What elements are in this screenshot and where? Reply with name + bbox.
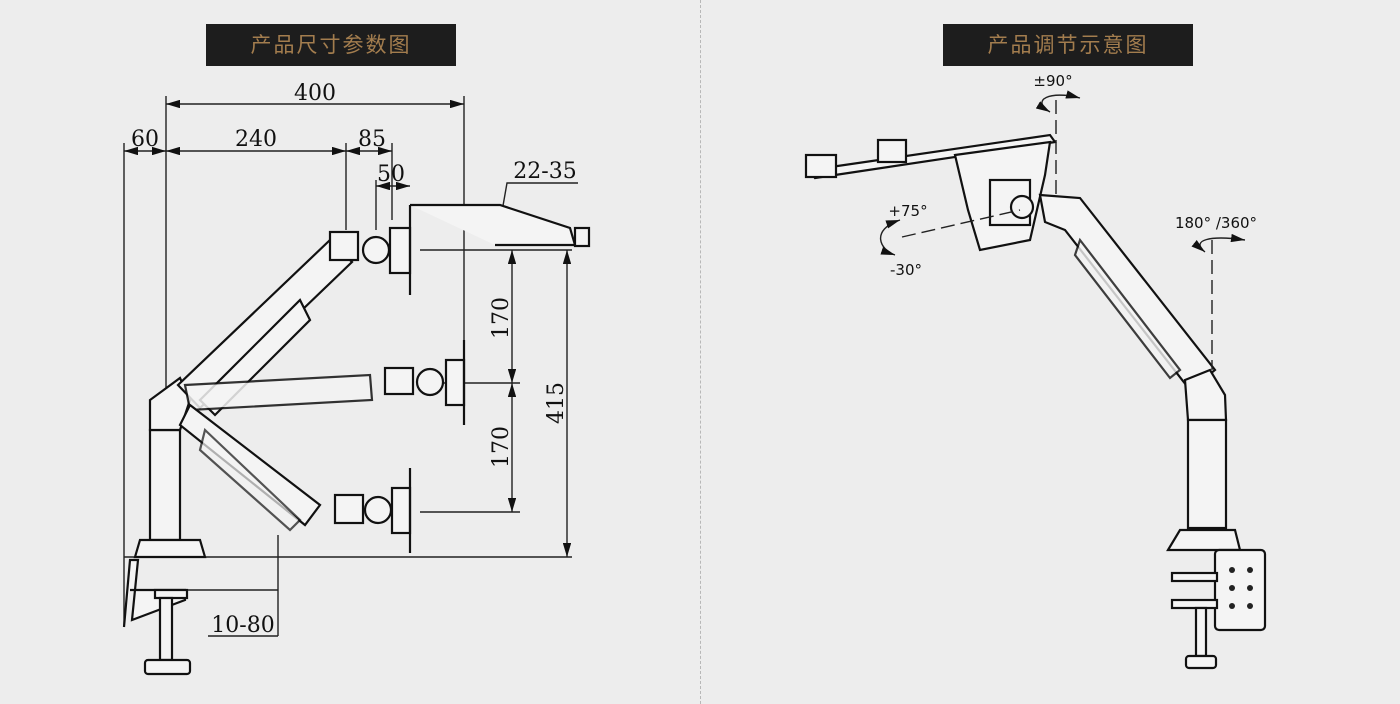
dim-clamp-offset: 60 <box>131 127 159 152</box>
adjustment-diagram-title: 产品调节示意图 <box>943 24 1193 66</box>
dimension-diagram-title: 产品尺寸参数图 <box>206 24 456 66</box>
angle-swivel: 180° /360° <box>1175 214 1257 232</box>
angle-rotation: ±90° <box>1033 72 1072 90</box>
dim-total-reach: 400 <box>294 81 336 106</box>
angle-tilt-down: -30° <box>890 261 922 279</box>
angle-tilt-up: +75° <box>888 202 927 220</box>
dim-joint-length: 85 <box>358 127 386 152</box>
adjustment-drawing: ±90° +75° -30° 180° /360° <box>804 72 1267 670</box>
dimension-drawing: 400 60 240 85 50 22-35 170 170 415 10-80 <box>122 81 591 676</box>
dim-height-lower: 170 <box>489 426 514 468</box>
dim-desk-thickness: 10-80 <box>211 613 274 638</box>
panel-divider <box>700 0 701 704</box>
dim-tray-width: 22-35 <box>513 159 576 184</box>
dim-tilt-length: 50 <box>377 162 405 187</box>
dim-arm-length: 240 <box>235 127 277 152</box>
dim-total-height: 415 <box>544 382 569 424</box>
dim-height-upper: 170 <box>489 297 514 339</box>
